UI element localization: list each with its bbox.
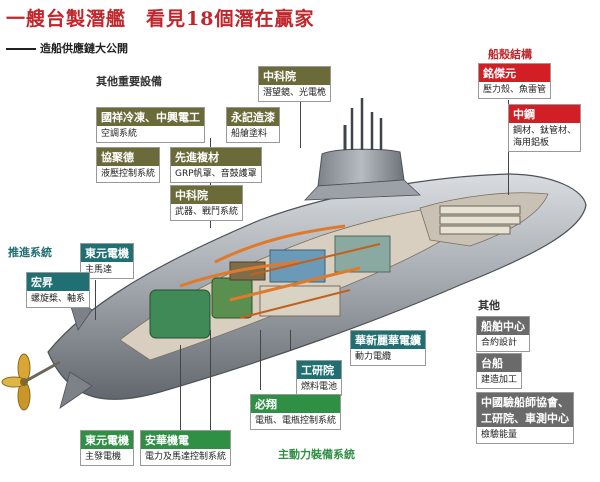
label-name: 中國驗船師協會、 工研院、車測中心 <box>477 393 573 427</box>
motor-block <box>149 289 211 339</box>
label-name: 工研院 <box>297 361 342 379</box>
label-desc-line: 海用鋁板 <box>513 138 550 148</box>
label-name: 台船 <box>477 354 522 372</box>
label-desc: 動力電纜 <box>355 352 392 362</box>
label-ahw: 安華機電 電力及馬達控制系統 <box>140 430 232 466</box>
leader-line <box>260 330 261 390</box>
label-desc: 潛望鏡、光電桅 <box>263 88 327 98</box>
label-name: 先進複材 <box>171 148 261 166</box>
sail <box>317 148 405 187</box>
label-name: 必翔 <box>251 395 341 413</box>
label-mingchuan: 銘傑元 壓力殼、魚雷管 <box>478 63 552 99</box>
label-name: 國祥冷凍、中興電工 <box>97 108 204 126</box>
torpedo-racks <box>439 205 521 235</box>
label-desc: 鋼材、鈦管材、 海用鋁板 <box>509 123 580 151</box>
label-name: 中科院 <box>171 186 243 204</box>
label-bisheng: 必翔 電瓶、電瓶控制系統 <box>250 394 342 430</box>
label-name: 協聚德 <box>97 148 160 166</box>
leader-line <box>95 280 96 320</box>
label-name-line: 中國驗船師協會、 <box>481 396 569 409</box>
fuelcell-block <box>269 249 326 283</box>
masts <box>350 98 383 150</box>
label-advanced-composite: 先進複材 GRP帆罩、音鼓護罩 <box>170 147 262 183</box>
label-teco-gen: 東元電機 主發電機 <box>80 430 134 466</box>
label-desc: 檢驗能量 <box>481 430 518 440</box>
label-desc: 主發電機 <box>85 452 122 462</box>
leader-line <box>210 138 211 228</box>
label-desc: 合約設計 <box>481 338 518 348</box>
label-name: 船舶中心 <box>477 317 529 335</box>
label-desc: 燃料電池 <box>301 382 338 392</box>
label-cas: 中國驗船師協會、 工研院、車測中心 檢驗能量 <box>476 392 574 444</box>
propeller-shaft <box>23 360 61 384</box>
section-others: 其他 <box>478 299 500 312</box>
label-name: 銘傑元 <box>479 64 551 82</box>
leader-line <box>210 330 211 430</box>
label-name: 中科院 <box>259 67 331 85</box>
label-desc: 船艙塗料 <box>231 129 268 139</box>
battery-block <box>259 285 341 317</box>
label-desc: 建造加工 <box>481 375 518 385</box>
label-desc: 螺旋槳、軸系 <box>31 294 86 304</box>
label-ship-center: 船舶中心 合約設計 <box>476 316 530 352</box>
label-desc-line: 鋼材、鈦管材、 <box>513 126 577 136</box>
label-desc: 電力及馬達控制系統 <box>145 452 227 462</box>
page-subtitle: 造船供應鏈大公開 <box>6 40 128 56</box>
label-hua-hsin: 華新麗華電纜 動力電纜 <box>350 330 426 366</box>
leader-line <box>180 345 181 430</box>
section-other-equipment: 其他重要設備 <box>96 75 162 88</box>
label-desc: 壓力殼、魚雷管 <box>483 85 547 95</box>
label-desc: 液壓控制系統 <box>101 169 156 179</box>
label-name: 東元電機 <box>81 431 133 449</box>
label-name: 安華機電 <box>141 431 231 449</box>
label-yungchi: 永記造漆 船艙塗料 <box>226 107 280 143</box>
label-desc: GRP帆罩、音鼓護罩 <box>175 169 257 179</box>
piping <box>179 224 361 302</box>
label-desc: 空調系統 <box>101 129 138 139</box>
label-itri: 工研院 燃料電池 <box>296 360 343 396</box>
subtitle-dash <box>6 48 36 50</box>
label-name-line: 工研院、車測中心 <box>481 412 569 425</box>
label-name: 華新麗華電纜 <box>351 331 425 349</box>
label-china-steel: 中鋼 鋼材、鈦管材、 海用鋁板 <box>508 104 582 152</box>
leader-line <box>290 330 291 350</box>
label-csist-periscope: 中科院 潛望鏡、光電桅 <box>258 66 332 102</box>
label-csist-weapons: 中科院 武器、戰鬥系統 <box>170 185 244 221</box>
page-title: 一艘台製潛艦 看見18個潛在贏家 <box>6 8 315 30</box>
control-block <box>334 235 391 273</box>
label-hsiehchi: 協聚德 液壓控制系統 <box>96 147 161 183</box>
label-name: 東元電機 <box>81 244 133 262</box>
label-desc: 武器、戰鬥系統 <box>175 207 239 217</box>
section-hull-structure: 船殼結構 <box>488 48 532 61</box>
sail-base <box>304 179 421 201</box>
label-desc: 主馬達 <box>85 265 113 275</box>
label-name: 中鋼 <box>509 105 581 123</box>
label-name: 宏昇 <box>27 273 90 291</box>
label-name: 永記造漆 <box>227 108 279 126</box>
subtitle-text: 造船供應鏈大公開 <box>40 42 128 55</box>
label-csbc: 台船 建造加工 <box>476 353 523 389</box>
piping-secondary <box>239 243 381 319</box>
leader-line <box>300 98 301 148</box>
label-desc: 電瓶、電瓶控制系統 <box>255 416 337 426</box>
section-propulsion: 推進系統 <box>8 246 52 259</box>
section-main-power: 主動力裝備系統 <box>278 448 355 461</box>
label-kuohsiang: 國祥冷凍、中興電工 空調系統 <box>96 107 205 143</box>
label-hungsheng: 宏昇 螺旋槳、軸系 <box>26 272 91 308</box>
